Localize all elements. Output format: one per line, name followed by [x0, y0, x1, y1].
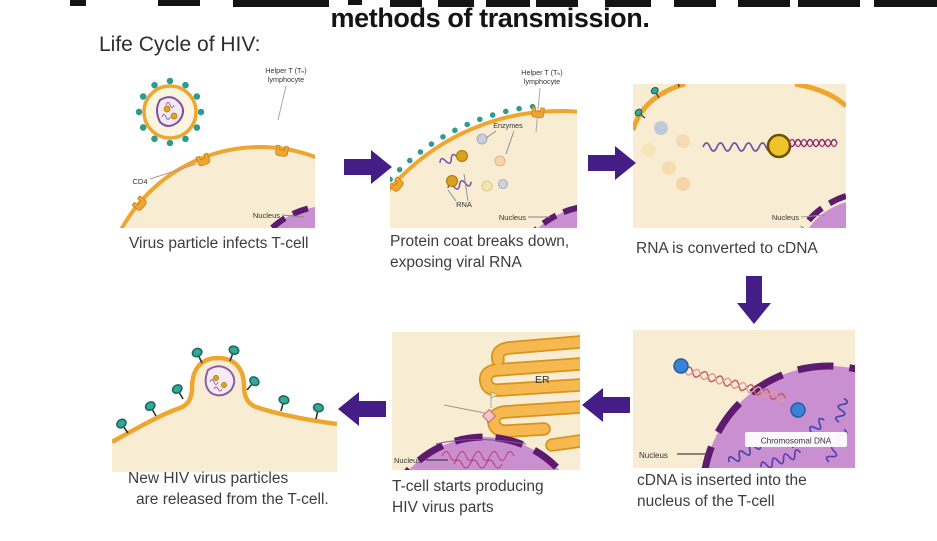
t-cell-nucleus	[267, 204, 315, 228]
arrow-down-step3-to-step4	[737, 276, 771, 324]
er-label: ER	[535, 374, 550, 386]
panel-rna-to-cdna: Nucleus	[633, 84, 846, 228]
panel-producing-parts: ER Nucleus	[392, 332, 580, 470]
helper-t-label: Helper T (Tₕ)	[265, 66, 306, 75]
enzymes-label: Enzymes	[493, 121, 523, 130]
nucleus-label: Nucleus	[394, 456, 421, 465]
t-cell-body	[390, 109, 577, 228]
caption-step3: RNA is converted to cDNA	[636, 238, 886, 259]
caption-step5: T-cell starts producing HIV virus parts	[392, 476, 597, 518]
caption-step3-text: RNA is converted to cDNA	[636, 240, 818, 257]
caption-step2-line2: exposing viral RNA	[390, 254, 522, 271]
cd4-label: CD4	[132, 177, 147, 186]
membrane-arc	[794, 84, 846, 108]
slide-title: methods of transmission.	[330, 3, 650, 33]
panel-cdna-inserted: Chromosomal DNA Nucleus	[633, 330, 855, 468]
caption-step1-text: Virus particle infects T-cell	[129, 235, 309, 252]
helper-t-label-2: lymphocyte	[524, 77, 560, 86]
nucleus-label: Nucleus	[499, 213, 526, 222]
panel-virus-released	[112, 344, 337, 472]
nucleus-label: Nucleus	[772, 213, 799, 222]
t-cell-body	[119, 145, 315, 228]
cdna-strand	[673, 358, 806, 418]
caption-step4-line1: cDNA is inserted into the	[637, 472, 807, 489]
arrow-right-step1-to-step2	[344, 150, 392, 184]
caption-step4: cDNA is inserted into the nucleus of the…	[637, 470, 872, 512]
caption-step6-line1: New HIV virus particles	[128, 470, 289, 487]
rna-label: RNA	[456, 200, 472, 209]
panel-virus-infects: Helper T (Tₕ) lymphocyte CD4 Nucleus	[119, 66, 315, 228]
viral-rna-and-enzymes	[439, 133, 508, 192]
cell-interior	[633, 84, 846, 228]
chromosomal-dna-label: Chromosomal DNA	[761, 437, 832, 446]
t-cell-nucleus	[404, 433, 564, 470]
t-cell-nucleus	[533, 204, 577, 228]
caption-step4-line2: nucleus of the T-cell	[637, 493, 775, 510]
nucleus-pointer	[800, 214, 826, 218]
panel1-labels: Helper T (Tₕ) lymphocyte CD4 Nucleus	[132, 66, 306, 220]
caption-step1: Virus particle infects T-cell	[129, 233, 379, 254]
caption-step5-line1: T-cell starts producing	[392, 478, 544, 495]
endoplasmic-reticulum	[478, 335, 580, 452]
membrane-arc	[633, 84, 686, 131]
budding-virion-capsid	[204, 365, 236, 397]
panel-coat-breaks-down: Enzymes RNA Helper T (Tₕ) lymphocyte Nuc…	[390, 68, 577, 228]
arrow-right-step2-to-step3	[588, 146, 636, 180]
caption-step2-line1: Protein coat breaks down,	[390, 233, 570, 250]
nucleus-label: Nucleus	[639, 451, 668, 460]
caption-step2: Protein coat breaks down, exposing viral…	[390, 231, 605, 273]
caption-step6: New HIV virus particles are released fro…	[128, 468, 383, 510]
budding-membrane	[112, 355, 337, 444]
chromosomal-dna-labelbox: Chromosomal DNA	[745, 432, 847, 447]
helper-t-label: Helper T (Tₕ)	[521, 68, 562, 77]
faded-enzymes	[642, 121, 690, 191]
helper-t-label-2: lymphocyte	[268, 75, 304, 84]
panel2-labels: Enzymes RNA Helper T (Tₕ) lymphocyte Nuc…	[447, 68, 563, 222]
reverse-transcription	[702, 133, 838, 159]
t-cell-body	[112, 358, 337, 472]
arrow-left-step5-to-step6	[338, 392, 386, 426]
arrow-left-step4-to-step5	[582, 388, 630, 422]
caption-step5-line2: HIV virus parts	[392, 499, 494, 516]
t-cell-nucleus	[800, 193, 846, 228]
diagram-heading: Life Cycle of HIV:	[99, 33, 261, 56]
viral-protein-bits	[443, 391, 500, 424]
hiv-virion	[135, 77, 205, 147]
nucleus-label: Nucleus	[253, 211, 280, 220]
caption-step6-line2: are released from the T-cell.	[136, 491, 329, 508]
